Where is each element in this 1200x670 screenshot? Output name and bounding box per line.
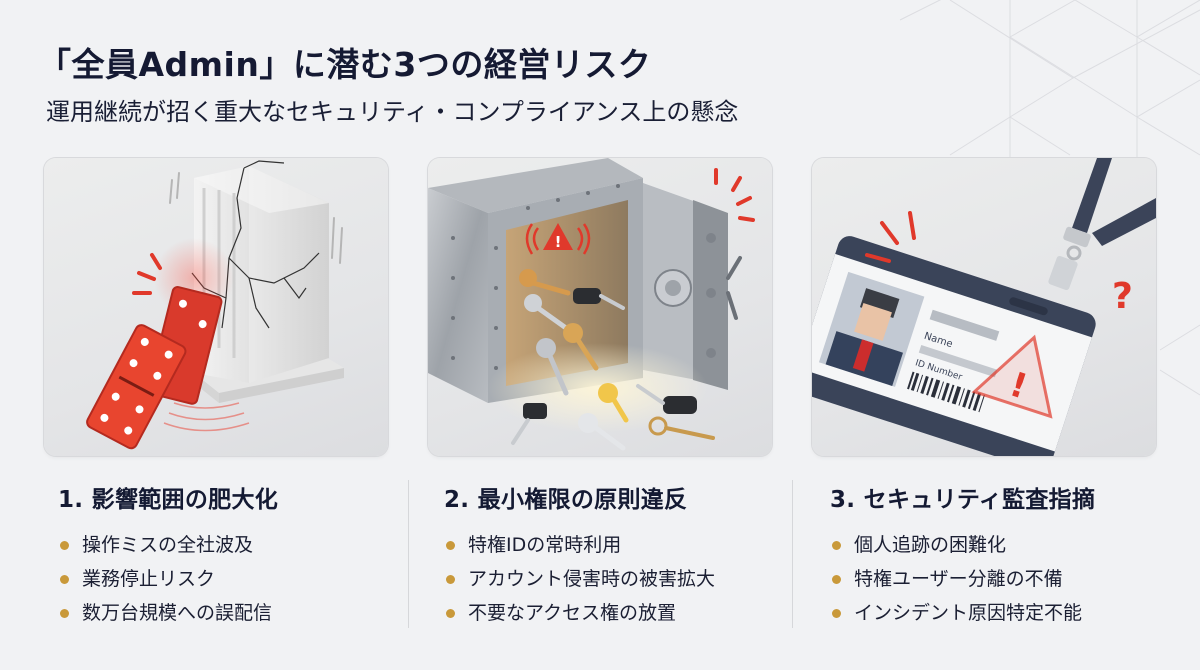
bullet-icon <box>832 540 841 550</box>
column-divider <box>408 480 409 628</box>
page-title: 「全員Admin」に潜む3つの経営リスク <box>38 45 652 84</box>
list-item: 特権ユーザー分離の不備 <box>830 562 1190 596</box>
list-item-text: 不要なアクセス権の放置 <box>468 602 677 624</box>
risk-title: 3. セキュリティ監査指摘 <box>830 487 1096 513</box>
illustration-open-safe: ! <box>428 158 772 456</box>
list-item-text: 個人追跡の困難化 <box>854 534 1007 556</box>
bullet-icon <box>832 608 841 618</box>
list-item-text: 数万台規模への誤配信 <box>82 602 273 624</box>
risk-column-2: 2. 最小権限の原則違反 特権IDの常時利用 アカウント侵害時の被害拡大 不要な… <box>444 480 804 630</box>
list-item: 個人追跡の困難化 <box>830 528 1190 562</box>
list-item: 操作ミスの全社波及 <box>58 528 418 562</box>
risk-bullet-list: 特権IDの常時利用 アカウント侵害時の被害拡大 不要なアクセス権の放置 <box>444 528 804 630</box>
bullet-icon <box>446 608 455 618</box>
svg-text:!: ! <box>555 233 562 251</box>
domino-building-icon <box>86 160 344 450</box>
list-item-text: 特権ユーザー分離の不備 <box>854 568 1063 590</box>
id-badge-icon: Name ID Number ! ? <box>812 158 1156 456</box>
illustration-id-badge: Name ID Number ! ? <box>812 158 1156 456</box>
bullet-icon <box>446 574 455 584</box>
list-item: 業務停止リスク <box>58 562 418 596</box>
bullet-icon <box>60 608 69 618</box>
list-item-text: インシデント原因特定不能 <box>854 602 1083 624</box>
risk-column-3: 3. セキュリティ監査指摘 個人追跡の困難化 特権ユーザー分離の不備 インシデン… <box>830 480 1190 630</box>
risk-bullet-list: 個人追跡の困難化 特権ユーザー分離の不備 インシデント原因特定不能 <box>830 528 1190 630</box>
list-item: 数万台規模への誤配信 <box>58 596 418 630</box>
safe-keys-icon: ! <box>428 158 755 451</box>
svg-text:?: ? <box>1112 276 1133 317</box>
bullet-icon <box>60 574 69 584</box>
column-divider <box>792 480 793 628</box>
list-item: インシデント原因特定不能 <box>830 596 1190 630</box>
list-item: アカウント侵害時の被害拡大 <box>444 562 804 596</box>
illustration-dominoes-building <box>44 158 388 456</box>
risk-title: 1. 影響範囲の肥大化 <box>58 487 279 513</box>
page-subtitle: 運用継続が招く重大なセキュリティ・コンプライアンス上の懸念 <box>46 98 739 126</box>
list-item-text: 特権IDの常時利用 <box>468 534 622 556</box>
risk-title: 2. 最小権限の原則違反 <box>444 487 688 513</box>
bullet-icon <box>446 540 455 550</box>
list-item-text: 業務停止リスク <box>82 568 216 590</box>
bullet-icon <box>60 540 69 550</box>
bullet-icon <box>832 574 841 584</box>
list-item: 不要なアクセス権の放置 <box>444 596 804 630</box>
risk-column-1: 1. 影響範囲の肥大化 操作ミスの全社波及 業務停止リスク 数万台規模への誤配信 <box>58 480 418 630</box>
risk-bullet-list: 操作ミスの全社波及 業務停止リスク 数万台規模への誤配信 <box>58 528 418 630</box>
list-item-text: 操作ミスの全社波及 <box>82 534 254 556</box>
list-item-text: アカウント侵害時の被害拡大 <box>468 568 716 590</box>
list-item: 特権IDの常時利用 <box>444 528 804 562</box>
